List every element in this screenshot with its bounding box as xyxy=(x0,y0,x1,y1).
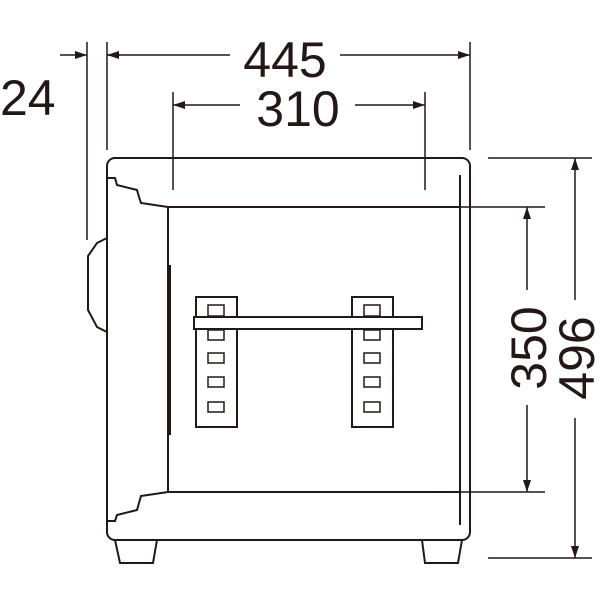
shelf-bracket-left xyxy=(195,296,238,428)
dimension-310: 310 xyxy=(256,81,339,137)
feet xyxy=(114,539,463,564)
shelf-bracket-right xyxy=(351,296,394,428)
handle xyxy=(87,237,108,333)
dimension-lines xyxy=(60,42,592,559)
dimension-445: 445 xyxy=(243,32,326,88)
shelf xyxy=(193,316,423,330)
dimension-496: 496 xyxy=(549,316,600,399)
dimension-350: 350 xyxy=(501,306,557,389)
safe-body xyxy=(106,157,471,541)
dimension-24: 24 xyxy=(0,70,56,126)
